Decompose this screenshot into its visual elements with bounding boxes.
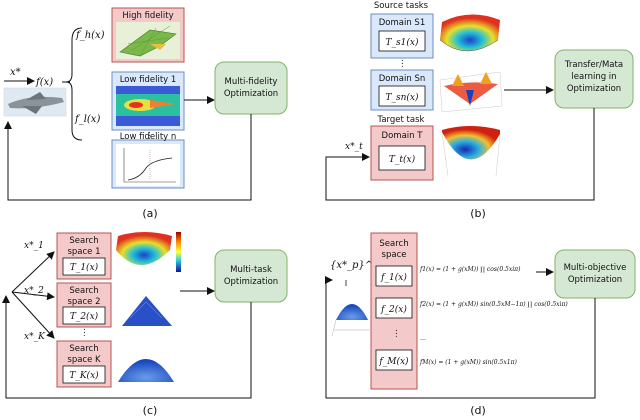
opt-c-line2: Optimization [224, 277, 278, 287]
task-t2: T_2(x) [70, 311, 99, 322]
opt-a-line1: Multi-fidelity [225, 77, 278, 87]
multi-fidelity-optimization-box [214, 61, 288, 115]
equation-f2: f2(x) = (1 + g(xM)) sin(0.5xM−1π) ∏ cos(… [419, 301, 568, 308]
caption-c: (c) [143, 404, 158, 417]
domain-t-label: Domain T [382, 131, 424, 141]
task-tsn: T_sn(x) [385, 92, 419, 103]
low-fidelity-n-label: Low fidelity n [120, 132, 177, 142]
surface-c2-image [122, 296, 172, 326]
ellipsis-c: ⋮ [80, 328, 89, 338]
opt-a-line2: Optimization [224, 89, 278, 99]
cfd-image [116, 86, 180, 126]
caption-b: (b) [470, 207, 486, 220]
surface-s1-image [439, 14, 500, 52]
obj-f1: f_1(x) [380, 272, 407, 283]
input-x1: x*_1 [24, 241, 44, 251]
ss1-line1: Search [69, 236, 98, 246]
panel-a: x* f(x) f_h(x) f_l(x) High fidelity Low … [3, 7, 288, 220]
pareto-dome-image [331, 304, 370, 337]
search-d-line2: space [382, 250, 407, 260]
ellipsis-d: ⋮ [392, 329, 401, 339]
label-f: f(x) [35, 77, 53, 88]
input-xt: x*_t [345, 142, 363, 152]
opt-b-line1: Transfer/Mata [564, 60, 623, 70]
panel-c: x*_1 x*_2 x*_K Search space 1 T_1(x) Sea… [2, 232, 288, 417]
caption-a: (a) [142, 207, 157, 220]
surface-t-image [441, 126, 501, 177]
task-ts1: T_s1(x) [386, 37, 419, 48]
panel-b: Source tasks Domain S1 T_s1(x) ⋮ Domain … [325, 1, 634, 220]
ellipsis-a: ⋮ [145, 131, 154, 141]
equation-fm: fM(x) = (1 + g(xM)) sin(0.5x1π) [419, 359, 517, 366]
opt-d-line1: Multi-objective [564, 263, 627, 273]
multi-task-optimization-box [214, 249, 288, 303]
input-xp: {x*_p}^P_p [330, 260, 392, 271]
input-xk: x*_K [24, 332, 46, 342]
task-tt: T_t(x) [389, 154, 416, 165]
ss1-line2: space 1 [67, 247, 100, 257]
opt-d-line2: Optimization [568, 275, 622, 285]
high-fidelity-label: High fidelity [122, 11, 173, 21]
domain-s1-label: Domain S1 [379, 18, 426, 28]
input-x-star: x* [10, 67, 21, 78]
opt-b-line3: Optimization [567, 84, 621, 94]
ss2-line1: Search [69, 286, 98, 296]
caption-d: (d) [470, 404, 486, 417]
aircraft-image [3, 87, 67, 117]
surface-c1-image [116, 232, 181, 272]
target-task-title: Target task [377, 115, 425, 125]
surface-ck-image [118, 359, 174, 382]
ssk-line2: space K [67, 355, 101, 365]
ss2-line2: space 2 [67, 297, 100, 307]
surface-sn-image [439, 71, 503, 113]
equation-f1: f1(x) = (1 + g(xM)) ∏ cos(0.5xiπ) [419, 266, 521, 273]
source-tasks-title: Source tasks [374, 1, 429, 11]
low-fidelity-1-label: Low fidelity 1 [120, 75, 177, 85]
opt-c-line1: Multi-task [230, 265, 272, 275]
label-fl: f_l(x) [74, 114, 100, 125]
ellipsis-b: ⋮ [398, 59, 407, 69]
mesh-image [116, 22, 180, 59]
ssk-line1: Search [69, 344, 98, 354]
label-fh: f_h(x) [75, 30, 105, 41]
task-tk: T_K(x) [69, 370, 99, 381]
obj-f2: f_2(x) [380, 304, 407, 315]
panel-d: {x*_p}^P_p Search space f_1(x) f_2(x) ⋮ … [325, 232, 636, 417]
equation-ellipsis: … [420, 335, 426, 342]
search-d-line1: Search [379, 239, 408, 249]
multi-objective-optimization-box [554, 249, 636, 299]
opt-b-line2: learning in [571, 72, 616, 82]
obj-fm: f_M(x) [378, 356, 409, 367]
domain-sn-label: Domain Sn [379, 74, 425, 84]
task-t1: T_1(x) [70, 262, 99, 273]
input-x2: x*_2 [24, 286, 44, 296]
plot-image [116, 144, 180, 186]
